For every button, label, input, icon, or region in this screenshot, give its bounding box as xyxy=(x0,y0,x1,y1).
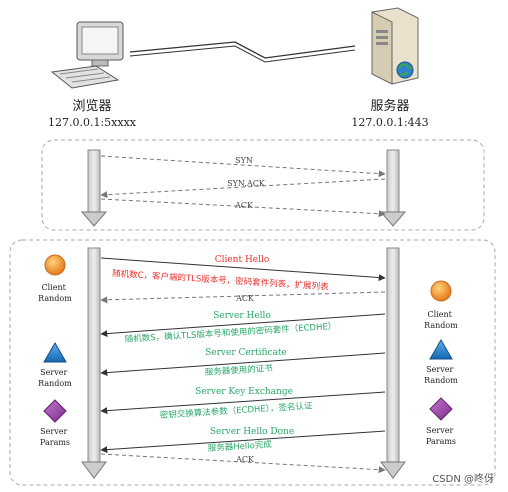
client-label: 浏览器 xyxy=(72,98,111,114)
client-hello-title: Client Hello xyxy=(215,255,270,265)
tls-ack-label: ACK xyxy=(235,294,255,303)
server-icon xyxy=(371,7,419,85)
server-certificate-desc: 服务器使用的证书 xyxy=(204,363,273,378)
syn-label: SYN xyxy=(235,156,253,165)
tcp-handshake-box xyxy=(41,139,485,231)
right-server-random-label: Server Random xyxy=(424,365,458,385)
left-client-random-label: Client Random xyxy=(38,283,72,303)
client-hello-arrow xyxy=(100,257,386,282)
server-key-exchange-desc: 密钥交换算法参数（ECDHE），签名认证 xyxy=(159,400,313,421)
tls-ack-arrow xyxy=(100,291,386,304)
left-server-params-text-line2: Params xyxy=(40,438,70,447)
right-client-random-text-line2: Random xyxy=(424,321,458,330)
left-client-random-text-line2: Random xyxy=(38,294,72,303)
synack-label: SYN,ACK xyxy=(227,179,266,188)
right-client-random-text: Client xyxy=(428,310,453,319)
server-address: 127.0.0.1:443 xyxy=(351,116,428,129)
right-client-random-label: Client Random xyxy=(424,310,458,330)
server-random-icon xyxy=(43,342,67,363)
client-timeline-tcp xyxy=(80,149,108,227)
syn-arrow xyxy=(100,155,386,178)
server-hello-done-title: Server Hello Done xyxy=(210,427,294,437)
server-params-icon xyxy=(43,399,67,423)
server-timeline-tcp xyxy=(379,149,407,227)
client-address: 127.0.0.1:5xxxx xyxy=(48,116,137,129)
computer-icon xyxy=(50,21,124,89)
server-label: 服务器 xyxy=(370,98,409,114)
server-timeline-tls xyxy=(380,247,406,479)
left-server-random-label: Server Random xyxy=(38,368,72,388)
server-hello-done-arrow xyxy=(100,430,386,454)
right-server-params-text: Server xyxy=(426,426,453,435)
server-hello-arrow xyxy=(100,313,386,338)
ack-arrow xyxy=(100,198,386,218)
right-server-random-text-line2: Random xyxy=(424,376,458,385)
left-server-params-text: Server xyxy=(40,427,67,436)
watermark: CSDN @咚伢 xyxy=(432,472,494,485)
right-server-params-label: Server Params xyxy=(426,426,456,446)
server-random-icon-right xyxy=(429,339,453,360)
client-random-icon-right xyxy=(430,280,452,302)
server-certificate-title: Server Certificate xyxy=(205,348,287,358)
right-server-random-text: Server xyxy=(426,365,453,374)
server-hello-desc: 随机数S，确认TLS版本号和使用的密码套件（ECDHE） xyxy=(124,321,336,345)
ack-label: ACK xyxy=(234,201,254,210)
left-client-random-text: Client xyxy=(42,283,67,292)
server-params-icon-right xyxy=(429,397,453,421)
server-hello-done-desc: 服务器Hello完成 xyxy=(207,439,272,454)
server-certificate-arrow xyxy=(100,352,386,377)
left-server-params-label: Server Params xyxy=(40,427,70,447)
network-link-line-2 xyxy=(129,45,356,63)
client-random-icon xyxy=(44,254,66,276)
server-key-exchange-title: Server Key Exchange xyxy=(195,387,293,397)
final-ack-label: ACK xyxy=(235,455,255,464)
client-timeline-tls xyxy=(81,247,107,479)
tls-handshake-box xyxy=(9,239,496,486)
server-hello-title: Server Hello xyxy=(213,311,271,321)
server-key-exchange-arrow xyxy=(100,391,386,415)
final-ack-arrow xyxy=(100,453,386,474)
right-server-params-text-line2: Params xyxy=(426,437,456,446)
left-server-random-text-line2: Random xyxy=(38,379,72,388)
network-link-line xyxy=(129,41,356,59)
synack-arrow xyxy=(100,178,386,199)
left-server-random-text: Server xyxy=(40,368,67,377)
